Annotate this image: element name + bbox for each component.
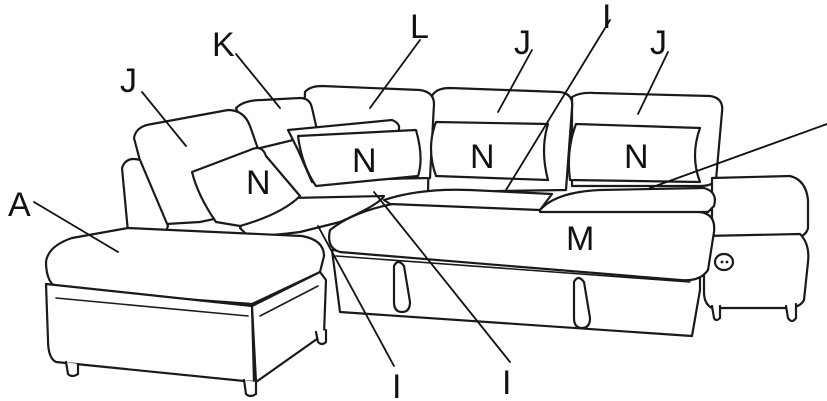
leader-line-right-edge [649,123,827,189]
part-labels: A J K L J I J N N N N M I I [8,0,667,401]
label-n-left: N [246,164,271,202]
label-k: K [212,26,235,64]
label-i-bottom-left: I [392,368,401,401]
label-n-center: N [470,138,495,176]
label-a: A [8,186,31,224]
label-j-left: J [120,62,137,100]
leader-line-j-left [141,91,187,147]
label-n-corner: N [352,142,377,180]
leader-line-j-center [497,49,533,113]
throw-pillows [190,118,702,228]
leader-line-i-top [505,19,611,191]
leader-line-j-right [637,51,669,115]
right-ottoman [702,174,810,323]
leader-line-i-bottom-right [373,191,511,363]
leader-line-l [369,39,421,109]
leader-lines [33,19,827,367]
chaise-ottoman [44,226,328,398]
label-n-right: N [624,138,649,176]
leader-line-k [235,53,281,109]
label-l: L [410,8,429,46]
label-j-right: J [650,24,667,62]
label-i-bottom-right: I [502,364,511,401]
label-j-center: J [514,24,531,62]
label-i-top: I [602,0,611,36]
leader-line-i-bottom-left [317,225,395,367]
label-m: M [566,220,594,258]
leader-line-a [33,201,119,253]
